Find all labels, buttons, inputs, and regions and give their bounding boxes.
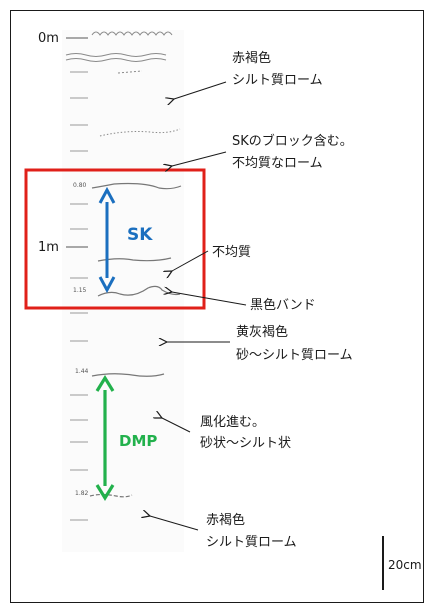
annotation-7-line-1: 赤褐色 xyxy=(206,512,245,528)
sk-thickness-arrow xyxy=(98,186,116,294)
annotation-1-line-2: シルト質ローム xyxy=(232,73,323,88)
annotation-2-line-1: SKのブロック含む。 xyxy=(232,133,353,149)
dmp-label: DMP xyxy=(119,432,157,450)
annotation-6-line-2: 砂状～シルト状 xyxy=(200,436,291,451)
annotation-6-line-1: 風化進む。 xyxy=(200,415,265,430)
scale-bar: 20cm xyxy=(382,536,422,590)
surface-layer xyxy=(65,31,181,137)
annotation-5: 黄灰褐色 砂～シルト質ローム xyxy=(236,324,353,363)
annotation-4: 黒色バンド xyxy=(250,297,316,313)
annotation-1-line-1: 赤褐色 xyxy=(232,50,271,66)
annotation-7: 赤褐色 シルト質ローム xyxy=(206,512,297,550)
sk-highlight-box xyxy=(24,168,206,310)
dmp-thickness-arrow xyxy=(95,374,115,502)
dmp-bottom-depth: 1.82 xyxy=(75,490,89,497)
depth-label-1m-text: 1m xyxy=(38,240,59,255)
sk-label: SK xyxy=(127,225,153,245)
annotation-4-line-1: 黒色バンド xyxy=(250,297,316,313)
depth-label-0m-text: 0m xyxy=(38,31,59,46)
annotation-1: 赤褐色 シルト質ローム xyxy=(232,50,323,88)
annotation-2-line-2: 不均質なローム xyxy=(232,156,323,171)
annotation-5-line-1: 黄灰褐色 xyxy=(236,324,288,340)
annotation-3: 不均質 xyxy=(212,245,251,260)
annotation-2: SKのブロック含む。 不均質なローム xyxy=(232,133,353,171)
annotation-3-line-1: 不均質 xyxy=(212,245,251,260)
depth-label-0m: 0m xyxy=(38,31,88,46)
sk-bottom-depth: 1.15 xyxy=(73,287,87,294)
annotation-arrows xyxy=(150,81,247,531)
annotation-5-line-2: 砂～シルト質ローム xyxy=(236,348,353,363)
annotation-6: 風化進む。 砂状～シルト状 xyxy=(200,415,291,451)
dmp-top-depth: 1.44 xyxy=(75,368,89,375)
depth-ticks xyxy=(70,71,88,521)
annotation-7-line-2: シルト質ローム xyxy=(206,535,297,550)
depth-label-1m: 1m xyxy=(38,240,88,255)
dmp-boundaries xyxy=(89,373,165,498)
sk-top-depth: 0.80 xyxy=(73,182,87,189)
scale-bar-label: 20cm xyxy=(388,558,422,572)
